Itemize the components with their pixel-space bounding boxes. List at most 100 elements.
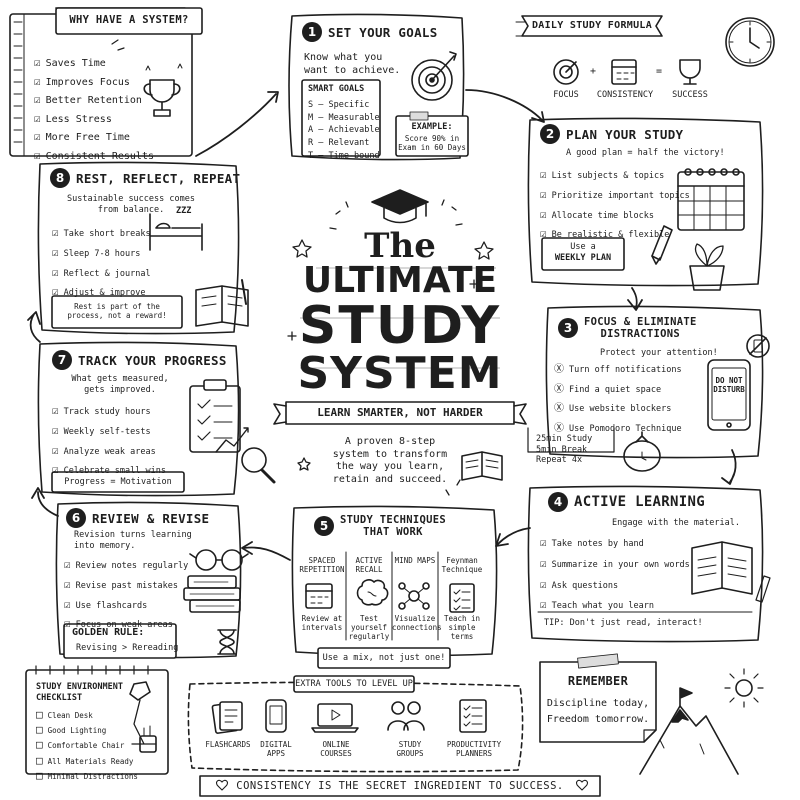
rest-note: Rest is part of the process, not a rewar… [67, 302, 167, 320]
focus-target-icon [553, 59, 579, 85]
rest-item: Take short breaks [52, 226, 151, 240]
active-item: Take notes by hand [540, 536, 690, 550]
footer-banner [199, 775, 601, 797]
goals-box-frame [288, 13, 469, 161]
plan-note: Use a WEEKLY PLAN [542, 242, 624, 263]
step-number-badge: 2 [540, 124, 560, 144]
pomodoro-line: 25min Study [536, 434, 593, 444]
brain-icon [356, 579, 389, 606]
planner-icon [459, 699, 487, 733]
focus-item: Find a quiet space [554, 384, 682, 397]
techniques-footer: Use a mix, not just one! [322, 653, 446, 663]
why-notebook-frame [9, 7, 203, 157]
active-item: Summarize in your own words [540, 557, 690, 571]
checklist-item: Comfortable Chair [36, 738, 138, 751]
focus-header: 3 FOCUS & ELIMINATE DISTRACTIONS [558, 316, 697, 340]
review-item: Focus on weak areas [64, 617, 188, 631]
active-header: 4 ACTIVE LEARNING [548, 492, 705, 512]
technique-column: ACTIVE RECALL Test yourself regularly [346, 556, 392, 641]
tomato-timer-icon [623, 431, 661, 472]
example-title: EXAMPLE: [411, 122, 453, 132]
smart-item: M – Measurable [308, 112, 380, 123]
technique-name: Feynman Technique [441, 556, 483, 574]
formula-equals: = [656, 66, 663, 77]
technique-column: SPACED REPETITION Review at intervals [298, 556, 346, 632]
checklist-title-line: STUDY ENVIRONMENT [36, 682, 123, 692]
rest-header: 8 REST, REFLECT, REPEAT [50, 168, 240, 188]
track-note: Progress = Motivation [64, 477, 172, 487]
why-item: Better Retention [34, 93, 154, 108]
graduation-cap-icon [371, 189, 429, 224]
plan-header: 2 PLAN YOUR STUDY [540, 124, 683, 144]
focus-title-line: DISTRACTIONS [600, 328, 681, 340]
study-group-icon [387, 701, 425, 731]
formula-success: SUCCESS [672, 90, 708, 100]
pomodoro-line: 5min Break [536, 444, 588, 455]
remember-line: Discipline today, [546, 698, 650, 709]
techniques-title-line: THAT WORK [363, 526, 423, 538]
focus-list: Turn off notifications Find a quiet spac… [554, 364, 682, 439]
checklist-title-line: CHECKLIST [36, 692, 83, 703]
track-header: 7 TRACK YOUR PROGRESS [52, 350, 227, 370]
plan-title: PLAN YOUR STUDY [566, 126, 684, 142]
smart-item: T – Time-bound [308, 150, 380, 161]
books-stack-icon [183, 575, 241, 613]
review-item: Use flashcards [64, 598, 188, 612]
sun-icon [724, 668, 764, 708]
footer-text: CONSISTENCY IS THE SECRET INGREDIENT TO … [236, 780, 564, 792]
phone-screen-text: DO NOT DISTURB [713, 376, 745, 394]
success-trophy-icon [679, 59, 701, 85]
example-text: Score 90% in Exam in 60 Days [398, 134, 466, 152]
checklist-item: Minimal Distractions [36, 769, 138, 782]
why-item: Saves Time [34, 56, 154, 71]
goals-header: 1 SET YOUR GOALS [302, 22, 438, 42]
checklist-list: Clean Desk Good Lighting Comfortable Cha… [36, 708, 138, 786]
track-item: Track study hours [52, 404, 166, 418]
goals-title: SET YOUR GOALS [328, 24, 438, 40]
focus-title: FOCUS & ELIMINATE DISTRACTIONS [584, 316, 697, 340]
phone-icon [707, 359, 751, 431]
checklist-item: Clean Desk [36, 708, 138, 721]
techniques-header: 5 STUDY TECHNIQUES THAT WORK [314, 514, 446, 538]
focus-intro: Protect your attention! [600, 348, 718, 358]
step-number-badge: 4 [548, 492, 568, 512]
plan-note-line: Use a [570, 242, 596, 252]
tools-box-frame [187, 675, 524, 773]
title-word-system: SYSTEM [297, 348, 503, 399]
clock-icon [725, 17, 775, 67]
track-title: TRACK YOUR PROGRESS [78, 352, 227, 368]
tagline-banner: LEARN SMARTER, NOT HARDER [317, 406, 483, 419]
plan-note-line: WEEKLY PLAN [554, 252, 612, 263]
track-intro: What gets measured, gets improved. [71, 374, 169, 395]
track-item: Celebrate small wins [52, 463, 166, 477]
smart-item: R – Relevant [308, 137, 370, 148]
center-tagline: A proven 8-step system to transform the … [332, 436, 448, 485]
rest-list: Take short breaks Sleep 7-8 hours Reflec… [52, 226, 151, 303]
technique-column: Feynman Technique Teach in simple terms [438, 556, 486, 641]
review-item: Review notes regularly [64, 558, 189, 572]
tool-label: FLASHCARDS [205, 740, 251, 749]
review-item: Revise past mistakes [64, 578, 188, 592]
active-title: ACTIVE LEARNING [574, 494, 705, 510]
why-item: More Free Time [34, 130, 154, 145]
active-item: Ask questions [540, 578, 690, 592]
golden-rule-text: Revising > Rereading [76, 643, 179, 653]
smart-item: S – Specific [308, 100, 370, 110]
technique-name: MIND MAPS [394, 556, 436, 565]
rest-item: Reflect & journal [52, 266, 151, 280]
plan-item: Allocate time blocks [540, 208, 690, 222]
sparkle-decorations [287, 199, 494, 496]
technique-column: MIND MAPS Visualize connections [392, 556, 442, 632]
target-icon [411, 51, 457, 101]
open-book-icon [461, 451, 503, 481]
title-word-ultimate: ULTIMATE [302, 260, 498, 301]
active-intro: Engage with the material. [612, 518, 740, 528]
review-header: 6 REVIEW & REVISE [66, 508, 209, 528]
technique-name: ACTIVE RECALL [355, 556, 383, 574]
plan-item: List subjects & topics [540, 168, 690, 182]
techniques-title-line: STUDY TECHNIQUES [340, 514, 446, 526]
spaced-calendar-icon [305, 583, 333, 609]
why-list: Saves Time Improves Focus Better Retenti… [34, 56, 154, 167]
active-box-frame [527, 485, 764, 643]
